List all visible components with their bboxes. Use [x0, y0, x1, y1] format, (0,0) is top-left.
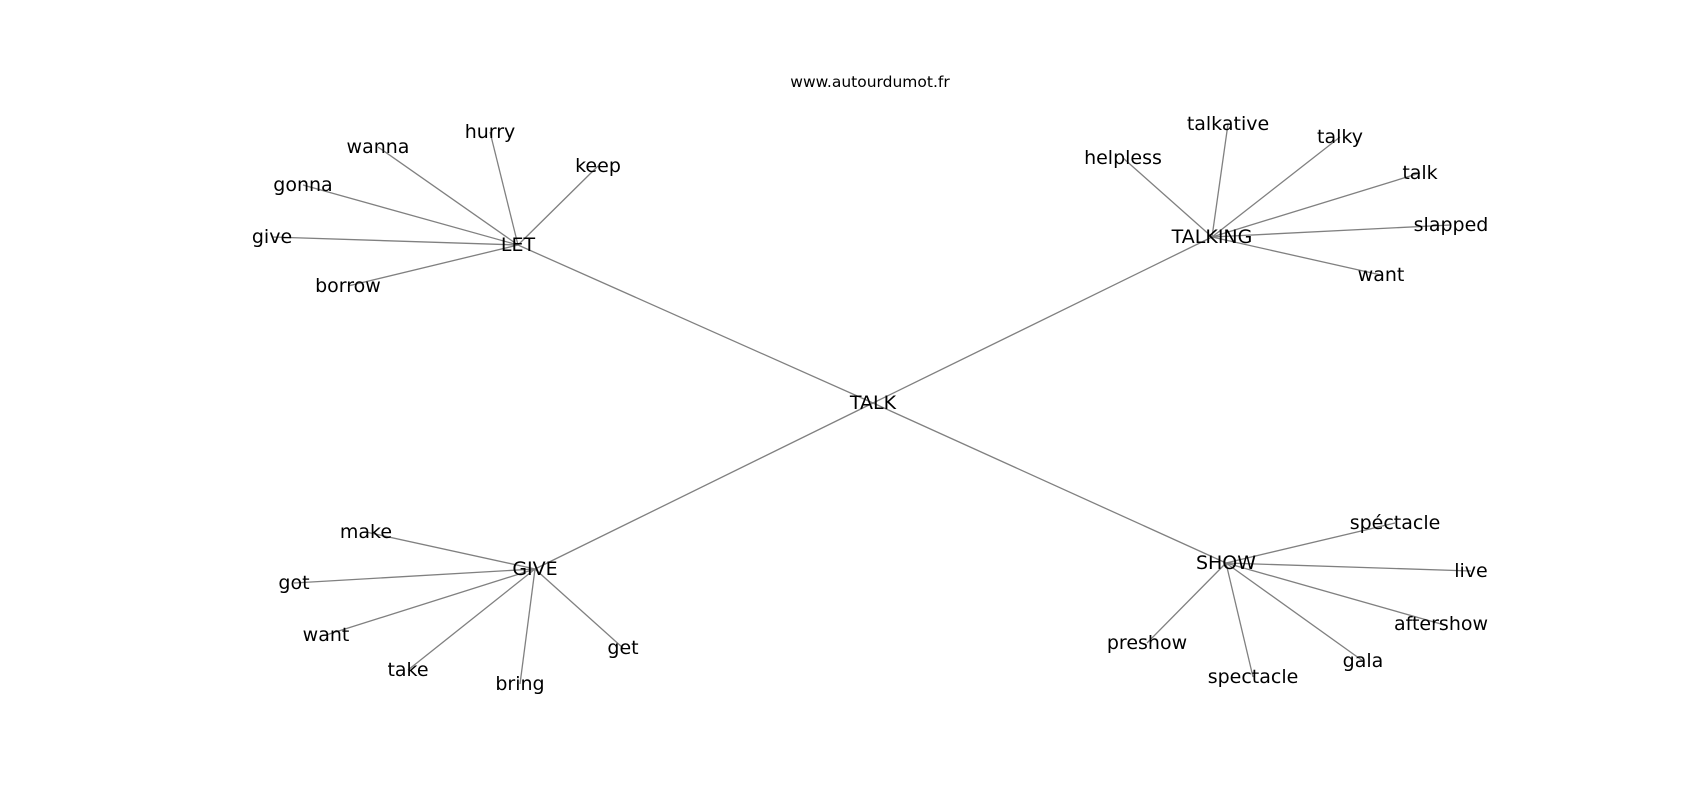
edge-talk-give [534, 402, 874, 570]
node-leaf-let-gonna: gonna [273, 174, 332, 196]
node-leaf-give-get: get [607, 637, 638, 659]
edge-show-spectacle [1225, 522, 1396, 564]
node-hub-talking: TALKING [1171, 226, 1253, 248]
node-leaf-show-aftershow: aftershow [1394, 613, 1488, 635]
edge-show-aftershow [1225, 562, 1442, 625]
edge-talking-talky [1211, 136, 1341, 238]
node-leaf-show-preshow: preshow [1107, 632, 1187, 654]
edge-talk-talking [872, 236, 1213, 404]
node-leaf-talking-talk: talk [1402, 162, 1437, 184]
edge-give-make [365, 531, 536, 570]
edge-talking-want [1211, 236, 1382, 276]
node-hub-show: SHOW [1196, 552, 1256, 574]
edge-show-spectacle [1225, 562, 1254, 678]
node-leaf-give-bring: bring [495, 673, 544, 695]
edge-give-bring [519, 568, 536, 685]
source-label: www.autourdumot.fr [790, 73, 950, 91]
graph-edges [271, 123, 1472, 685]
node-leaf-show-spectacle: spéctacle [1350, 512, 1441, 534]
node-hub-give: GIVE [512, 558, 557, 580]
edge-give-take [407, 568, 536, 671]
node-leaf-talking-want: want [1358, 264, 1405, 286]
node-leaf-give-take: take [387, 659, 428, 681]
node-root-talk: TALK [849, 392, 897, 414]
edge-let-keep [517, 165, 599, 246]
edge-talk-show [872, 402, 1227, 564]
edge-talking-talk [1211, 172, 1421, 238]
node-leaf-show-spectacle: spectacle [1208, 666, 1299, 688]
edge-give-want [325, 568, 536, 636]
edge-talk-let [517, 244, 874, 404]
graph-nodes: TALK LET hurry wanna keep gonna give borrow TALK… [252, 113, 1488, 695]
edge-let-give [271, 236, 519, 246]
edge-show-live [1225, 562, 1472, 572]
edge-talking-helpless [1122, 157, 1213, 238]
edge-give-got [293, 568, 536, 584]
node-leaf-talking-talky: talky [1317, 126, 1363, 148]
edge-let-hurry [489, 131, 519, 246]
node-leaf-give-make: make [340, 521, 392, 543]
edge-show-gala [1225, 562, 1364, 662]
node-leaf-give-got: got [278, 572, 309, 594]
node-leaf-talking-slapped: slapped [1414, 214, 1489, 236]
edge-let-borrow [347, 244, 519, 287]
edge-talking-slapped [1211, 224, 1452, 238]
node-leaf-show-live: live [1454, 560, 1488, 582]
edge-show-preshow [1146, 562, 1227, 644]
node-leaf-give-want: want [303, 624, 350, 646]
node-leaf-show-gala: gala [1343, 650, 1384, 672]
node-leaf-let-borrow: borrow [315, 275, 381, 297]
edge-talking-talkative [1211, 123, 1229, 238]
edge-give-get [534, 568, 624, 649]
node-leaf-let-keep: keep [575, 155, 621, 177]
node-leaf-talking-helpless: helpless [1084, 147, 1162, 169]
node-leaf-let-give: give [252, 226, 292, 248]
node-leaf-let-hurry: hurry [465, 121, 516, 143]
edge-let-wanna [377, 146, 519, 246]
edge-let-gonna [302, 184, 519, 246]
node-hub-let: LET [501, 234, 536, 256]
node-leaf-let-wanna: wanna [347, 136, 410, 158]
node-leaf-talking-talkative: talkative [1187, 113, 1269, 135]
